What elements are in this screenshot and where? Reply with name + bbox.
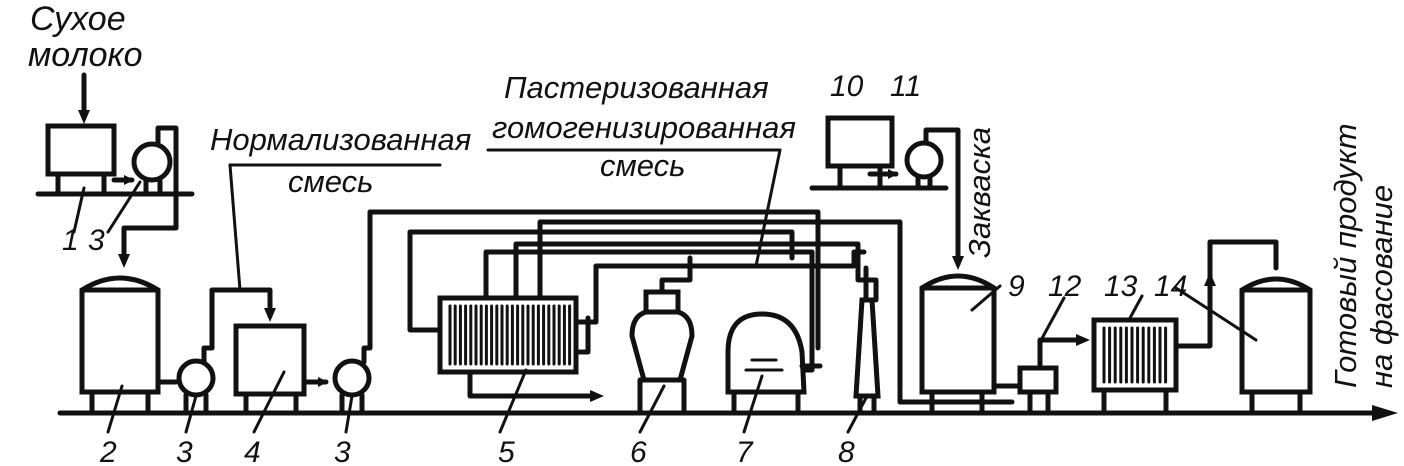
num-11: 11 — [890, 70, 921, 103]
num-13: 13 — [1104, 270, 1138, 303]
starter-station — [809, 115, 964, 270]
num-9: 9 — [1008, 270, 1025, 303]
separator-8 — [846, 265, 881, 434]
num-7: 7 — [736, 436, 754, 466]
num-3-a: 3 — [176, 436, 193, 466]
pump-3-b — [332, 209, 821, 434]
plate-cooler-13 — [1091, 239, 1279, 416]
num-14: 14 — [1154, 270, 1187, 303]
label-pasteurized-2: гомогенизированная — [492, 110, 796, 145]
pump-11 — [904, 140, 944, 180]
pasteurized-leader — [754, 148, 782, 268]
pump-3-a — [176, 287, 276, 434]
num-3-b: 3 — [334, 436, 351, 466]
label-normalized-1: Нормализованная — [210, 122, 471, 157]
normalized-leader — [228, 163, 242, 292]
dry-milk-tank-1 — [45, 123, 117, 177]
num-8: 8 — [838, 436, 855, 466]
label-product-2: на фасование — [1364, 185, 1399, 388]
num-12: 12 — [1048, 270, 1082, 303]
tank-4 — [233, 323, 329, 434]
holder-7 — [725, 311, 823, 434]
plate-pasteurizer-5 — [407, 219, 903, 434]
label-pasteurized-1: Пастеризованная — [504, 70, 769, 105]
num-5: 5 — [498, 436, 515, 466]
num-2: 2 — [99, 436, 117, 466]
pump-12 — [1017, 296, 1090, 416]
dry-milk-station — [35, 72, 195, 268]
label-dry-milk-1: Сухое — [30, 0, 126, 38]
homogenizer-6 — [629, 255, 695, 434]
tank-2 — [79, 275, 179, 434]
label-starter: Закваска — [962, 127, 997, 258]
product-tank-14 — [1174, 276, 1313, 416]
label-pasteurized-3: смесь — [600, 148, 685, 183]
starter-tank-10 — [825, 115, 895, 169]
label-dry-milk-2: молоко — [28, 36, 143, 74]
num-3-top: 3 — [88, 224, 105, 257]
num-1: 1 — [62, 224, 79, 257]
floor-line — [57, 405, 1398, 421]
pump-3-dry-milk — [131, 141, 173, 183]
label-normalized-2: смесь — [288, 164, 373, 199]
num-6: 6 — [630, 436, 647, 466]
fermentation-tank-9 — [897, 273, 1021, 413]
num-4: 4 — [244, 436, 261, 466]
num-10: 10 — [830, 70, 864, 103]
label-product-1: Готовый продукт — [1328, 123, 1363, 388]
